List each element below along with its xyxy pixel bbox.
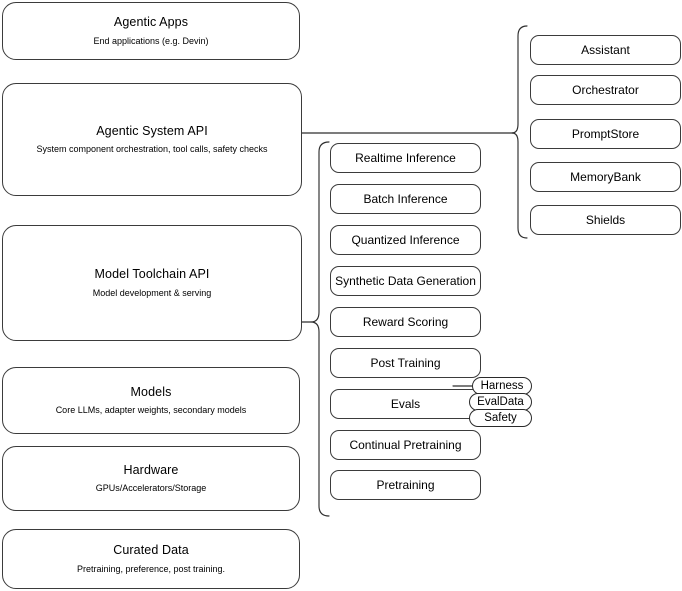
system-component-label: Assistant — [581, 42, 630, 57]
capability-label: Realtime Inference — [355, 150, 456, 165]
capability-box-post-training[interactable]: Post Training — [330, 348, 481, 378]
layer-title: Agentic Apps — [113, 15, 189, 30]
layer-box-models[interactable]: Models Core LLMs, adapter weights, secon… — [2, 367, 300, 434]
layer-subtitle: End applications (e.g. Devin) — [93, 35, 209, 46]
layer-box-agentic-apps[interactable]: Agentic Apps End applications (e.g. Devi… — [2, 2, 300, 60]
capability-label: Evals — [390, 396, 421, 411]
capability-box-continual-pretraining[interactable]: Continual Pretraining — [330, 430, 481, 460]
capability-label: Continual Pretraining — [349, 437, 462, 452]
layer-subtitle: Core LLMs, adapter weights, secondary mo… — [55, 405, 247, 416]
layer-subtitle: System component orchestration, tool cal… — [36, 144, 268, 155]
system-component-box-orchestrator[interactable]: Orchestrator — [530, 75, 681, 105]
system-component-box-memorybank[interactable]: MemoryBank — [530, 162, 681, 192]
layer-subtitle: Model development & serving — [92, 287, 212, 298]
layer-title: Models — [130, 384, 172, 399]
capability-box-quantized-inference[interactable]: Quantized Inference — [330, 225, 481, 255]
capability-box-evals[interactable]: Evals — [330, 389, 481, 419]
layer-box-model-toolchain-api[interactable]: Model Toolchain API Model development & … — [2, 225, 302, 341]
evals-pill-label: Harness — [480, 380, 524, 392]
capability-label: Batch Inference — [363, 191, 448, 206]
layer-subtitle: Pretraining, preference, post training. — [76, 563, 226, 574]
layer-title: Agentic System API — [96, 123, 208, 138]
capability-label: Quantized Inference — [351, 232, 460, 247]
evals-pill-safety[interactable]: Safety — [469, 409, 532, 427]
system-component-box-assistant[interactable]: Assistant — [530, 35, 681, 65]
capability-label: Post Training — [370, 355, 441, 370]
system-component-box-shields[interactable]: Shields — [530, 205, 681, 235]
evals-pill-evaldata[interactable]: EvalData — [469, 393, 532, 411]
capability-box-batch-inference[interactable]: Batch Inference — [330, 184, 481, 214]
system-component-label: Orchestrator — [572, 82, 639, 97]
system-component-label: PromptStore — [571, 126, 640, 141]
layer-subtitle: GPUs/Accelerators/Storage — [95, 483, 207, 494]
capability-label: Pretraining — [376, 477, 435, 492]
capability-label: Synthetic Data Generation — [335, 273, 476, 288]
layer-box-hardware[interactable]: Hardware GPUs/Accelerators/Storage — [2, 446, 300, 511]
evals-pill-label: EvalData — [477, 396, 524, 408]
right-brace-system-components — [511, 25, 528, 239]
layer-title: Hardware — [123, 462, 179, 477]
system-component-label: Shields — [585, 212, 626, 227]
capability-box-pretraining[interactable]: Pretraining — [330, 470, 481, 500]
capability-box-synthetic-data-generation[interactable]: Synthetic Data Generation — [330, 266, 481, 296]
left-brace-toolchain-capabilities — [310, 141, 330, 517]
system-component-box-promptstore[interactable]: PromptStore — [530, 119, 681, 149]
capability-box-realtime-inference[interactable]: Realtime Inference — [330, 143, 481, 173]
layer-box-curated-data[interactable]: Curated Data Pretraining, preference, po… — [2, 529, 300, 589]
layer-title: Curated Data — [113, 543, 189, 558]
capability-label: Reward Scoring — [362, 314, 449, 329]
evals-pill-label: Safety — [484, 412, 517, 424]
layer-box-agentic-system-api[interactable]: Agentic System API System component orch… — [2, 83, 302, 196]
system-component-label: MemoryBank — [570, 169, 641, 184]
capability-box-reward-scoring[interactable]: Reward Scoring — [330, 307, 481, 337]
layer-title: Model Toolchain API — [94, 267, 210, 282]
